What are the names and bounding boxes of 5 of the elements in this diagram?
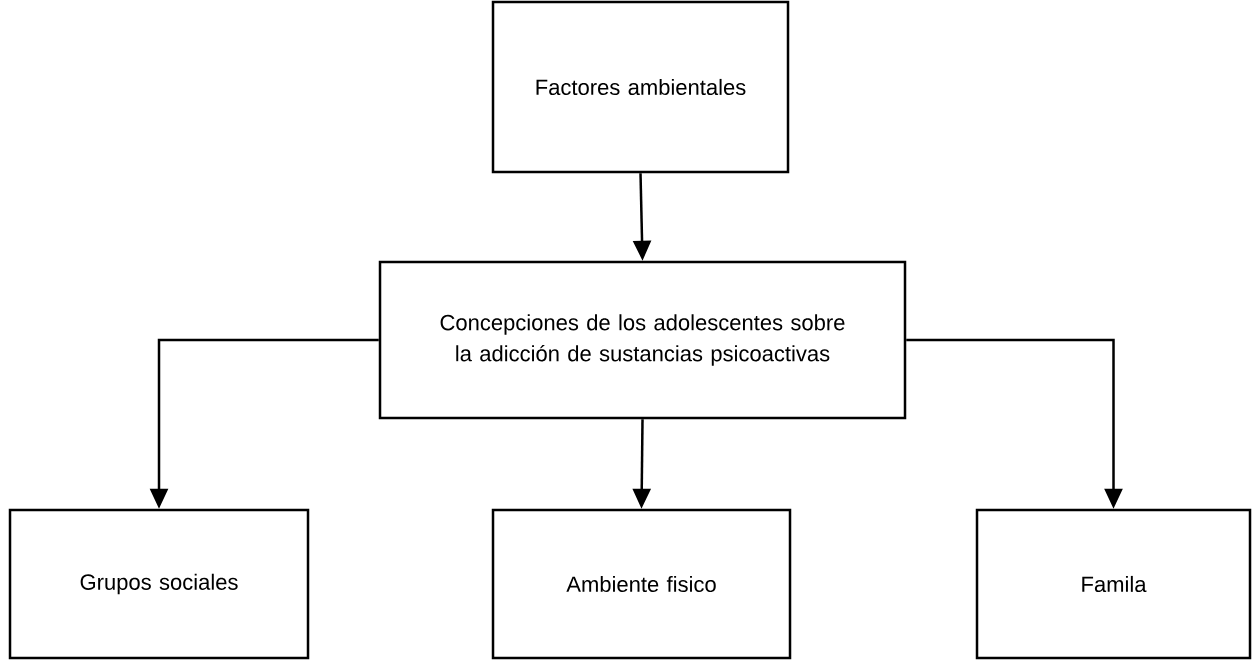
process-box: Grupos sociales [8,508,310,660]
process-box: Concepciones de los adolescentes sobre la adicción de sustancias psicoactivas [378,260,907,420]
process-box: Famila [975,508,1252,660]
process-box: Factores ambientales [491,0,790,174]
process-box: Ambiente fisico [491,508,792,660]
